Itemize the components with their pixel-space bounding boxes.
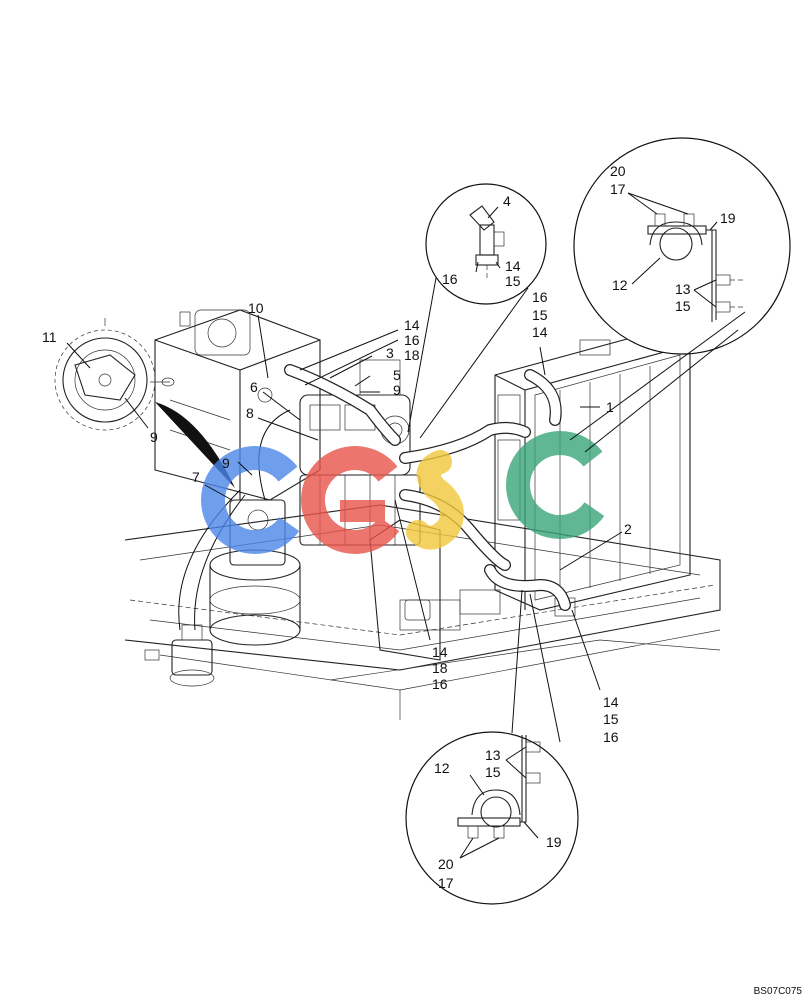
callout-9-top: 9 (393, 382, 401, 398)
machine-frame (124, 504, 721, 720)
callout-top-right-12: 12 (612, 277, 628, 293)
callout-top-right-17: 17 (610, 181, 626, 197)
callout-7: 7 (192, 469, 200, 485)
callout-group-14-18-16-b: 18 (432, 660, 448, 676)
callout-4-14: 14 (505, 258, 521, 274)
callout-8: 8 (246, 405, 254, 421)
callout-group-14-15-16-c: 16 (603, 729, 619, 745)
callout-9-mid: 9 (222, 455, 230, 471)
callout-6: 6 (250, 379, 258, 395)
callout-group-14-18-16-a: 14 (432, 644, 448, 660)
callout-group-14-18-16-c: 16 (432, 676, 448, 692)
detail-circle-clamp-bottom (405, 589, 579, 905)
callout-9-left: 9 (150, 429, 158, 445)
callout-group-16-15-14-a: 16 (532, 289, 548, 305)
leader-lines (66, 192, 718, 859)
callout-top-right-15: 15 (675, 298, 691, 314)
callout-11: 11 (42, 329, 57, 345)
callout-group-16-15-14-c: 14 (532, 324, 548, 340)
callout-group-14-15-16-a: 14 (603, 694, 619, 710)
callout-bottom-19: 19 (546, 834, 562, 850)
callout-top-right-13: 13 (675, 281, 691, 297)
rotary-fitting (144, 624, 215, 687)
callout-bottom-17: 17 (438, 875, 454, 891)
callout-10: 10 (248, 300, 264, 316)
callout-3: 3 (386, 345, 394, 361)
callout-group-14-16-18-b: 16 (404, 332, 420, 348)
detail-circle-fitting (407, 183, 547, 439)
callout-group-16-15-14-b: 15 (532, 307, 548, 323)
motor-face-detail (54, 318, 175, 431)
callout-1: 1 (606, 399, 614, 415)
callout-2: 2 (624, 521, 632, 537)
callout-4: 4 (503, 193, 511, 209)
callout-5: 5 (393, 367, 401, 383)
callout-top-right-20: 20 (610, 163, 626, 179)
drawing-code: BS07C075 (754, 986, 803, 997)
watermark (201, 431, 614, 554)
callout-bottom-20: 20 (438, 856, 454, 872)
callout-4-16: 16 (442, 271, 458, 287)
callout-bottom-12: 12 (434, 760, 450, 776)
callout-group-14-16-18-c: 18 (404, 347, 420, 363)
callout-group-14-15-16-b: 15 (603, 711, 619, 727)
callout-bottom-15: 15 (485, 764, 501, 780)
callout-top-right-19: 19 (720, 210, 736, 226)
callout-group-14-16-18-a: 14 (404, 317, 420, 333)
callout-bottom-13: 13 (485, 747, 501, 763)
hydraulic-hoses (178, 364, 571, 631)
detail-circle-clamp-top (569, 137, 791, 453)
callout-labels: 1 2 3 4 16 14 15 5 6 7 8 9 9 9 10 11 14 … (42, 163, 736, 891)
callout-4-15: 15 (505, 273, 521, 289)
